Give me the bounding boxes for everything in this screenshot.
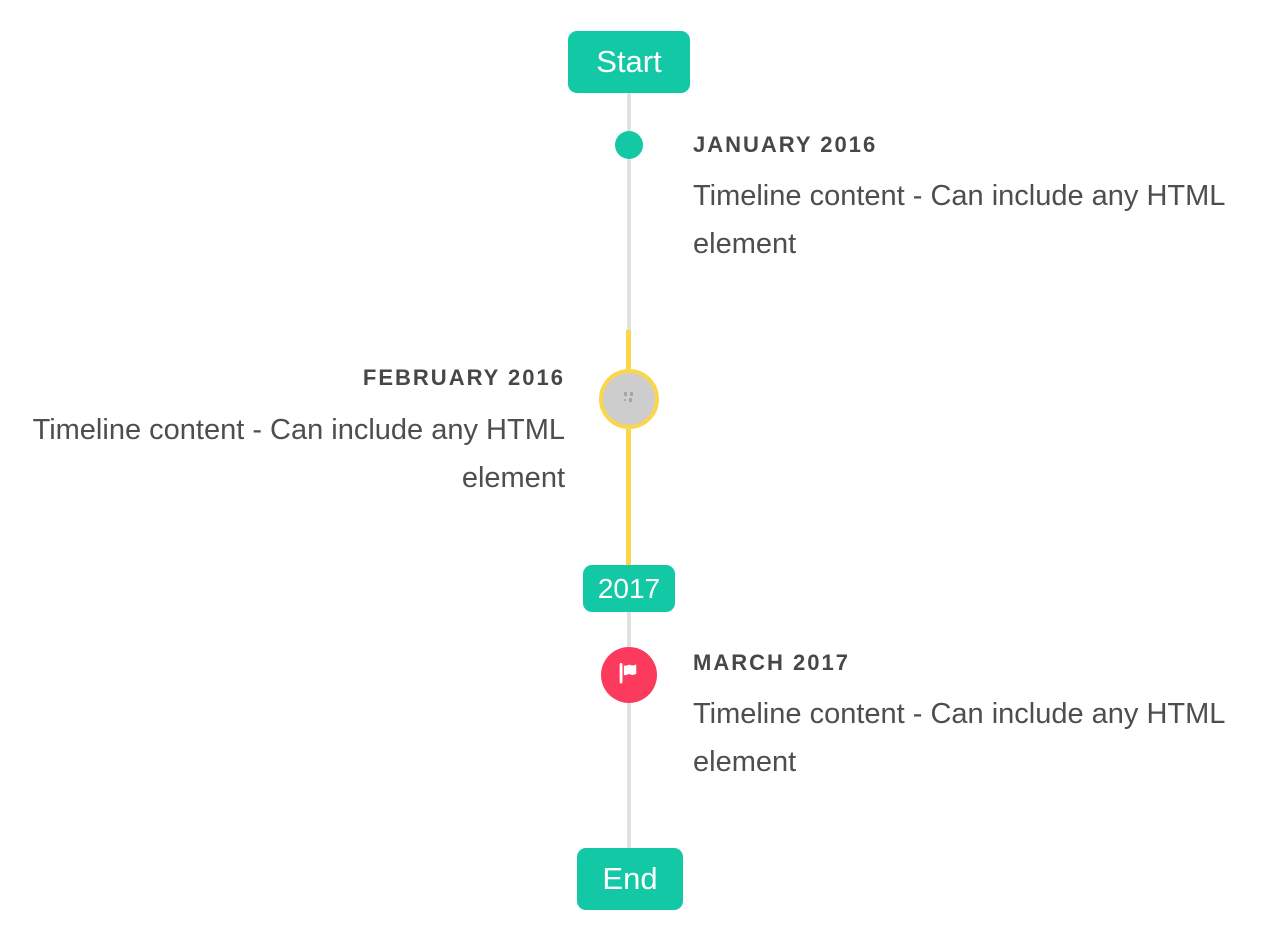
timeline-line-segment-bottom	[627, 611, 631, 848]
timeline-line-segment-highlighted	[626, 330, 631, 566]
timeline-item-title-march: MARCH 2017	[693, 650, 850, 675]
start-flag-label: Start	[596, 44, 662, 79]
timeline-line-segment-top	[627, 93, 631, 330]
timeline-marker-circle-february	[599, 369, 659, 429]
timeline-marker-flag-march	[601, 647, 657, 703]
timeline-item-content-march: Timeline content - Can include any HTML …	[693, 698, 1225, 778]
year-flag-label: 2017	[597, 572, 661, 604]
timeline-marker-dot-january	[615, 131, 643, 159]
timeline-end-flag: End	[577, 848, 683, 910]
flag-icon	[615, 659, 643, 692]
timeline-start-flag: Start	[568, 31, 690, 93]
timeline-item-title-january: JANUARY 2016	[693, 132, 878, 157]
timeline-year-flag: 2017	[583, 565, 675, 612]
timeline-item-title-february: FEBRUARY 2016	[362, 365, 565, 390]
end-flag-label: End	[602, 861, 658, 896]
timeline-item-content-january: Timeline content - Can include any HTML …	[693, 180, 1225, 260]
timeline-item-content-february: Timeline content - Can include any HTML …	[32, 414, 565, 494]
broken-image-placeholder-icon	[621, 389, 637, 410]
